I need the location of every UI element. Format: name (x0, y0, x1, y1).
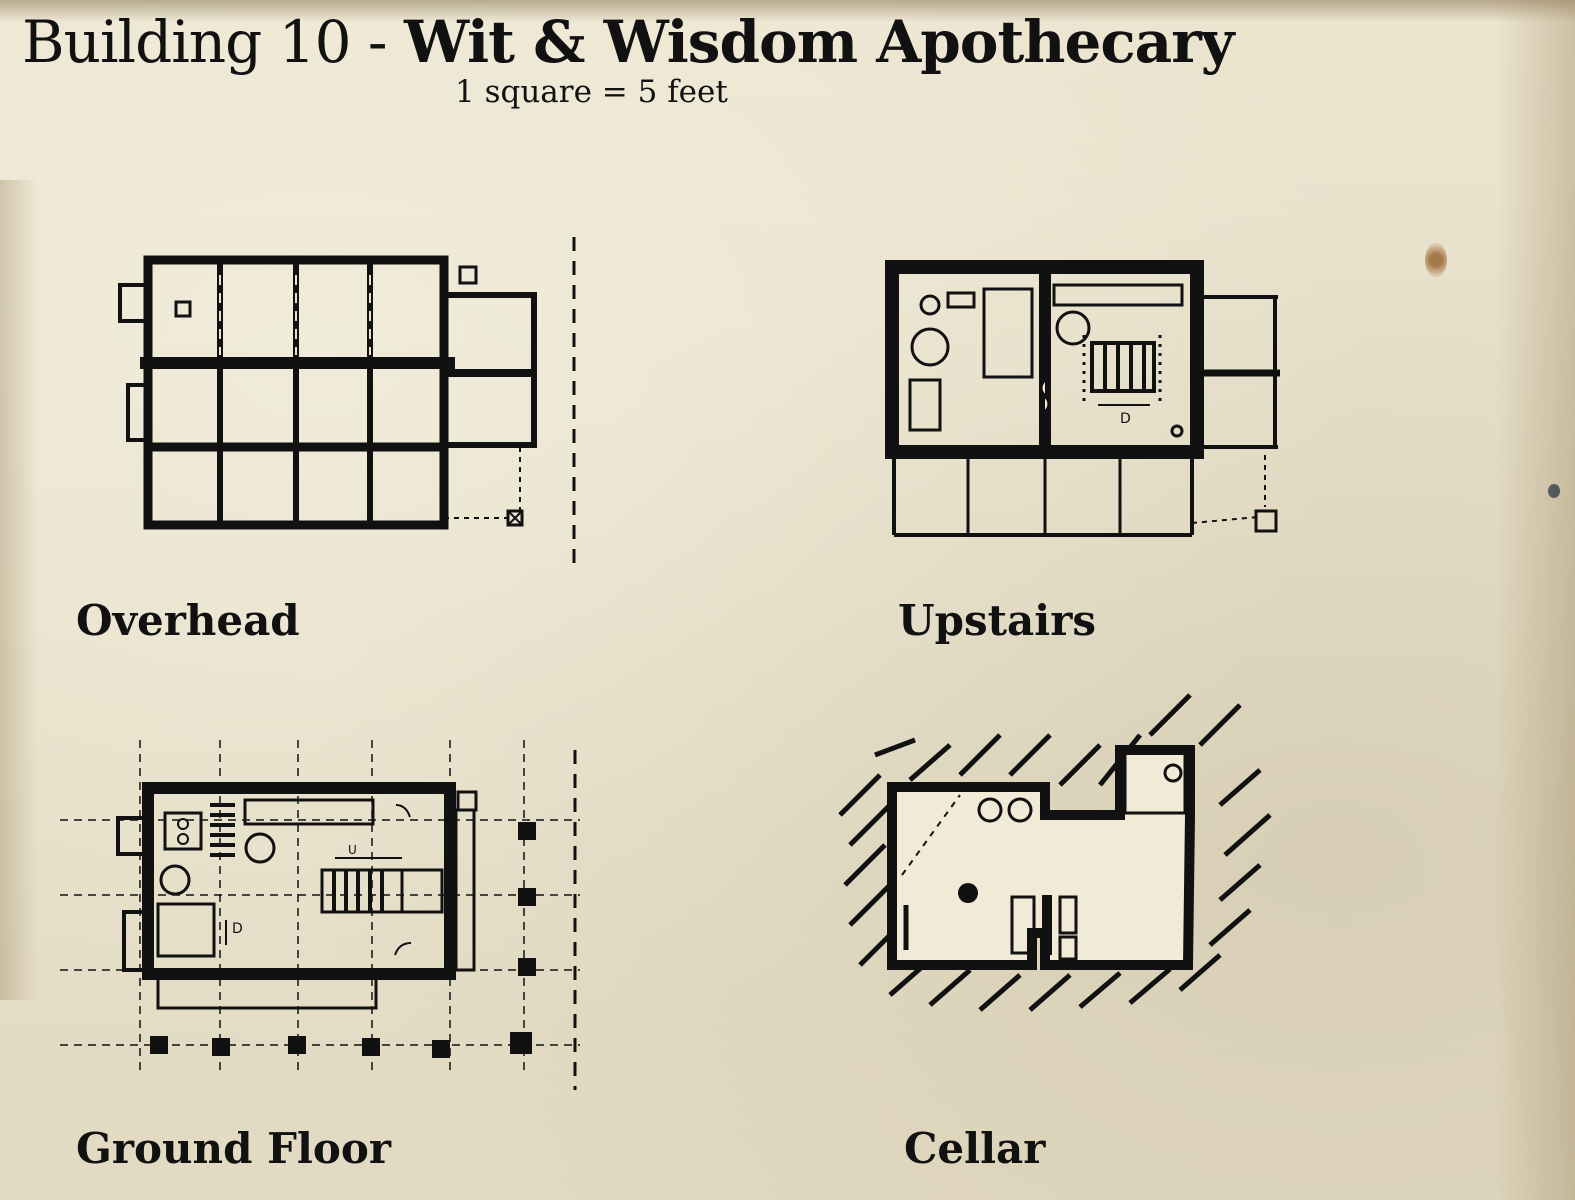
overhead-vent (174, 300, 192, 318)
overhead-porch-roof (441, 292, 537, 519)
upstairs-round-table (1055, 310, 1091, 346)
upstairs-pot (1170, 424, 1184, 438)
cellar-crate (1010, 895, 1036, 955)
upstairs-label: Upstairs (898, 596, 1096, 645)
ground-floor-stair-up-marker: U (348, 843, 357, 857)
cellar-plan (838, 693, 1272, 1012)
upstairs-stairwell (1082, 335, 1162, 405)
ground-floor-cauldron (159, 864, 191, 896)
ground-floor-post-marker (456, 790, 478, 812)
cellar-barrel-left (977, 797, 1003, 823)
overhead-roof (140, 255, 455, 530)
paper-edge-left (0, 180, 38, 1000)
cellar-inner-wall (1042, 895, 1052, 955)
overhead-post-marker (458, 265, 478, 285)
ground-floor-plan: D U (60, 740, 580, 1090)
ink-spot (1548, 484, 1560, 498)
ground-floor-counter (243, 798, 375, 826)
upstairs-bed-left (982, 287, 1034, 379)
cellar-secret-passage (901, 794, 961, 876)
upstairs-plan: D (885, 260, 1280, 537)
upstairs-lamp-post (1254, 509, 1278, 533)
cellar-walls (887, 745, 1195, 970)
ground-floor-stair-down-marker: D (232, 921, 243, 937)
cellar-earth-hatching (838, 693, 1272, 1012)
upstairs-path (1191, 516, 1259, 524)
ground-floor-label: Ground Floor (76, 1124, 391, 1173)
page-title: Building 10 - Wit & Wisdom Apothecary (22, 8, 1235, 76)
ground-floor-outer-walls (142, 782, 456, 980)
ground-floor-staircase (320, 868, 444, 914)
ground-floor-bed (156, 902, 216, 958)
ground-floor-door-swing-lower (394, 942, 412, 956)
upstairs-lower-roof (892, 452, 1194, 537)
ground-floor-stove (163, 811, 203, 851)
cellar-small-crate (1058, 935, 1078, 961)
overhead-lamp-post-icon (506, 509, 524, 527)
upstairs-curtain (1039, 378, 1051, 414)
ground-floor-side-box (122, 910, 146, 972)
cellar-shelf (1058, 895, 1078, 935)
ground-floor-door-swing (395, 804, 411, 818)
upstairs-chest (908, 378, 942, 432)
overhead-chimney (118, 283, 148, 323)
overhead-label: Overhead (76, 596, 300, 645)
cellar-support-post (958, 883, 978, 903)
title-building-name: Wit & Wisdom Apothecary (403, 8, 1235, 76)
paper-edge-top (0, 0, 1575, 22)
cellar-alcove-barrel (1163, 763, 1183, 783)
upstairs-shelf (946, 291, 976, 309)
title-building-number: Building 10 - (22, 8, 404, 76)
paper-stain (1425, 243, 1447, 277)
overhead-side-box (126, 383, 150, 442)
cellar-alcove (1123, 751, 1187, 815)
upstairs-stair-marker: D (1120, 411, 1131, 427)
cellar-label: Cellar (904, 1124, 1046, 1173)
upstairs-bed-right (1052, 283, 1184, 307)
ground-floor-back-porch (156, 976, 378, 1010)
ground-floor-columns (150, 822, 536, 1058)
upstairs-table (910, 327, 950, 367)
upstairs-porch-roof (1197, 295, 1280, 449)
paper-edge-right (1495, 0, 1575, 1200)
scale-note: 1 square = 5 feet (455, 74, 728, 110)
cellar-barrel-right (1007, 797, 1033, 823)
ground-floor-front-shelf (454, 808, 476, 972)
ground-floor-barrel (244, 832, 276, 864)
ground-floor-chimney (116, 816, 146, 856)
upstairs-stool (919, 294, 941, 316)
overhead-plan (118, 237, 576, 565)
ground-floor-shelves (210, 803, 235, 857)
